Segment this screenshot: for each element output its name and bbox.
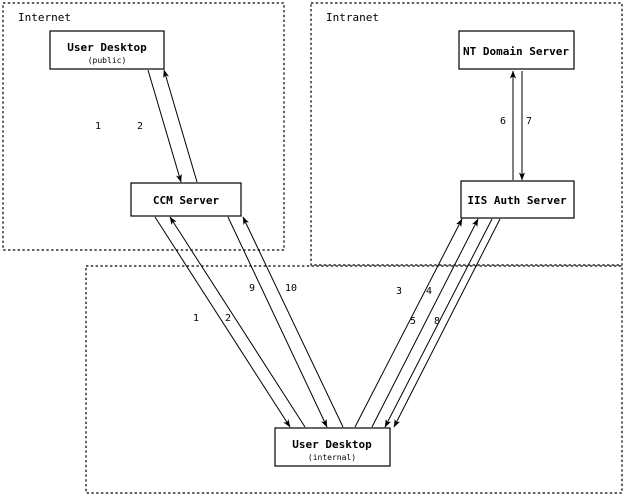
flow-group	[147, 69, 525, 428]
flow-line-2-internal-to-ccm	[169, 216, 306, 428]
node-nt-domain-server-title: NT Domain Server	[463, 45, 569, 58]
zone-internet-label: Internet	[18, 11, 71, 24]
node-iis-auth-server[interactable]: IIS Auth Server	[460, 180, 575, 219]
node-group: User Desktop (public) CCM Server NT Doma…	[49, 30, 575, 467]
node-user-desktop-internal-title: User Desktop	[292, 438, 372, 451]
flow-line-1-public-to-ccm	[147, 69, 182, 183]
flow-line-9-ccm-to-internal	[227, 216, 328, 428]
node-iis-auth-server-title: IIS Auth Server	[467, 194, 567, 207]
node-user-desktop-public-box[interactable]	[49, 30, 165, 70]
node-ccm-server-box[interactable]	[130, 182, 242, 217]
flow-label-6: 6	[500, 116, 506, 127]
flow-label-2-lower: 2	[225, 313, 231, 324]
node-nt-domain-server[interactable]: NT Domain Server	[458, 30, 575, 70]
flow-line-4-iis-to-internal	[384, 218, 493, 428]
flow-line-1-ccm-to-internal	[154, 216, 291, 428]
flow-line-10-internal-to-ccm	[242, 216, 344, 428]
flow-line-2-ccm-to-public	[163, 69, 198, 183]
flow-label-1-lower: 1	[193, 313, 199, 324]
flow-label-4: 4	[426, 286, 432, 297]
node-user-desktop-internal-box[interactable]	[274, 427, 391, 467]
flow-line-3-internal-to-iis	[371, 218, 479, 428]
node-user-desktop-public-subtitle: (public)	[88, 56, 127, 65]
zone-internet-boundary	[2, 2, 285, 251]
node-iis-auth-server-box[interactable]	[460, 180, 575, 219]
node-user-desktop-internal[interactable]: User Desktop (internal)	[274, 427, 391, 467]
flow-label-10: 10	[285, 283, 297, 294]
flow-label-3: 3	[396, 286, 402, 297]
flow-label-9: 9	[249, 283, 255, 294]
flow-label-2-upper: 2	[137, 121, 143, 132]
node-user-desktop-public[interactable]: User Desktop (public)	[49, 30, 165, 70]
node-ccm-server-title: CCM Server	[153, 194, 220, 207]
node-user-desktop-public-title: User Desktop	[67, 41, 147, 54]
zone-internal-boundary	[85, 265, 623, 494]
flow-label-group: 1 2 1 2 9 10 3 4 5 8 6 7	[95, 116, 532, 327]
node-ccm-server[interactable]: CCM Server	[130, 182, 242, 217]
flow-label-7: 7	[526, 116, 532, 127]
flow-label-1-upper: 1	[95, 121, 101, 132]
zone-intranet-label: Intranet	[326, 11, 379, 24]
zone-intranet-boundary	[310, 2, 623, 266]
flow-line-5-iis-to-internal	[393, 218, 501, 428]
flow-label-5: 5	[410, 316, 416, 327]
flow-line-8-internal-to-iis	[354, 218, 463, 428]
flow-label-8: 8	[434, 316, 440, 327]
node-nt-domain-server-box[interactable]	[458, 30, 575, 70]
node-user-desktop-internal-subtitle: (internal)	[308, 453, 356, 462]
